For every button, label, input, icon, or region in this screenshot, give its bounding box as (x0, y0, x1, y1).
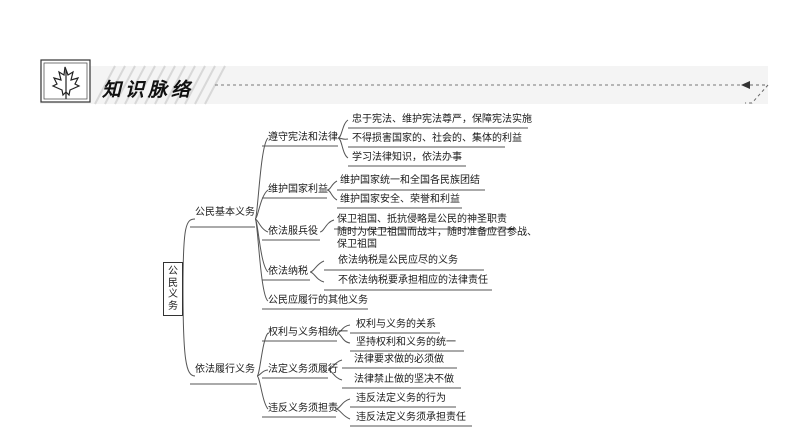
root-label: 公民义务 (168, 266, 178, 312)
node-rights-duties-unity: 权利与义务相统一 (268, 327, 348, 338)
connector-root-branch1 (182, 218, 196, 289)
connector-b2-c3 (256, 375, 269, 410)
connector-root-branch2 (182, 287, 196, 377)
node-other-duties: 公民应履行的其他义务 (268, 295, 368, 306)
connector-b2-c1 (256, 332, 269, 377)
node-obey-constitution-law: 遵守宪法和法律 (268, 132, 338, 143)
leaf-item: 维护国家统一和全国各民族团结 (340, 175, 480, 186)
leaf-item: 保卫祖国、抵抗侵略是公民的神圣职责 (337, 214, 507, 225)
leaf-item: 不得损害国家的、社会的、集体的利益 (352, 133, 522, 144)
header-rule-corner (745, 84, 770, 104)
leaf-item: 违反法定义务的行为 (356, 393, 446, 404)
leaf-item: 违反法定义务须承担责任 (356, 412, 466, 423)
node-violation-liability: 违反义务须担责 (268, 403, 338, 414)
connector-b1-c1 (254, 137, 269, 220)
root-node: 公民义务 (163, 262, 183, 316)
connector-b1-c5 (254, 218, 269, 302)
branch-label-fulfill-duties: 依法履行义务 (195, 364, 255, 375)
connector-b2-c2 (256, 369, 269, 377)
arrow-left-icon (741, 81, 750, 89)
node-legal-duty-fulfill: 法定义务须履行 (268, 364, 338, 375)
leaf-item: 随时为保卫祖国而战斗，随时准备应召参战、 (337, 227, 537, 238)
header-stripes (94, 65, 226, 105)
connector-b1-c2 (254, 189, 269, 220)
leaf-item: 保卫祖国 (337, 239, 377, 250)
leaf-item: 不依法纳税要承担相应的法律责任 (338, 275, 488, 286)
leaf-item: 维护国家安全、荣誉和利益 (340, 194, 460, 205)
leaf-item: 权利与义务的关系 (356, 319, 436, 330)
branch-label-basic-duties: 公民基本义务 (195, 207, 255, 218)
connector-c1-i1 (337, 119, 349, 139)
node-military-service: 依法服兵役 (268, 226, 318, 237)
leaf-item: 坚持权利和义务的统一 (356, 337, 456, 348)
node-safeguard-national-interest: 维护国家利益 (268, 184, 328, 195)
maple-leaf-icon (51, 66, 81, 99)
section-title: 知识脉络 (102, 79, 195, 101)
leaf-item: 依法纳税是公民应尽的义务 (338, 255, 458, 266)
leaf-item: 忠于宪法、维护宪法尊严，保障宪法实施 (352, 114, 532, 125)
leaf-item: 法律要求做的必须做 (354, 354, 444, 365)
leaf-item: 法律禁止做的坚决不做 (354, 374, 454, 385)
leaf-item: 学习法律知识，依法办事 (352, 152, 462, 163)
node-pay-taxes: 依法纳税 (268, 266, 308, 277)
